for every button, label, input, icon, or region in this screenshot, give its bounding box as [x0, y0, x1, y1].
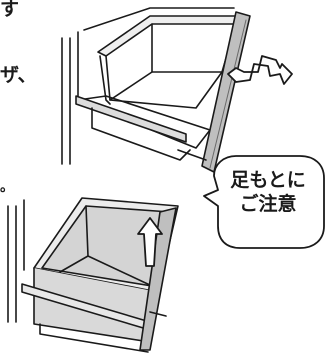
upper-drawer-lip [99, 55, 111, 105]
floor-line [149, 311, 167, 317]
upper-drawer-rim [97, 15, 237, 57]
callout-line-2: ご注意 [239, 193, 297, 215]
lower-drawer-bottom [39, 323, 149, 353]
upper-drawer-left-wall [105, 55, 153, 101]
lower-drawer-floor-edge [59, 255, 89, 273]
lower-door-edge [139, 207, 177, 351]
callout-line-1: 足もとに [230, 169, 306, 191]
upper-drawer-back [151, 23, 237, 73]
door-edge-shadow [209, 19, 247, 169]
bottom-scene [7, 197, 179, 353]
upper-door-edge [201, 11, 251, 173]
up-arrow-icon [137, 217, 163, 267]
cabinet-top-edge [83, 7, 235, 31]
cropped-text-fragment: す [0, 0, 20, 20]
caution-callout-text: 足もとに ご注意 [216, 168, 320, 216]
caution-callout-bubble [203, 155, 325, 249]
zigzag-arrow-icon [227, 55, 293, 85]
upper-drawer-bin [91, 107, 191, 161]
upper-drawer-floor [109, 71, 223, 109]
upper-drawer-handle [75, 95, 187, 143]
floor-line [177, 149, 207, 161]
cropped-text-fragment: 。 [0, 179, 14, 195]
top-scene [61, 7, 251, 173]
cropped-text-fragment: ザ、 [0, 64, 37, 86]
